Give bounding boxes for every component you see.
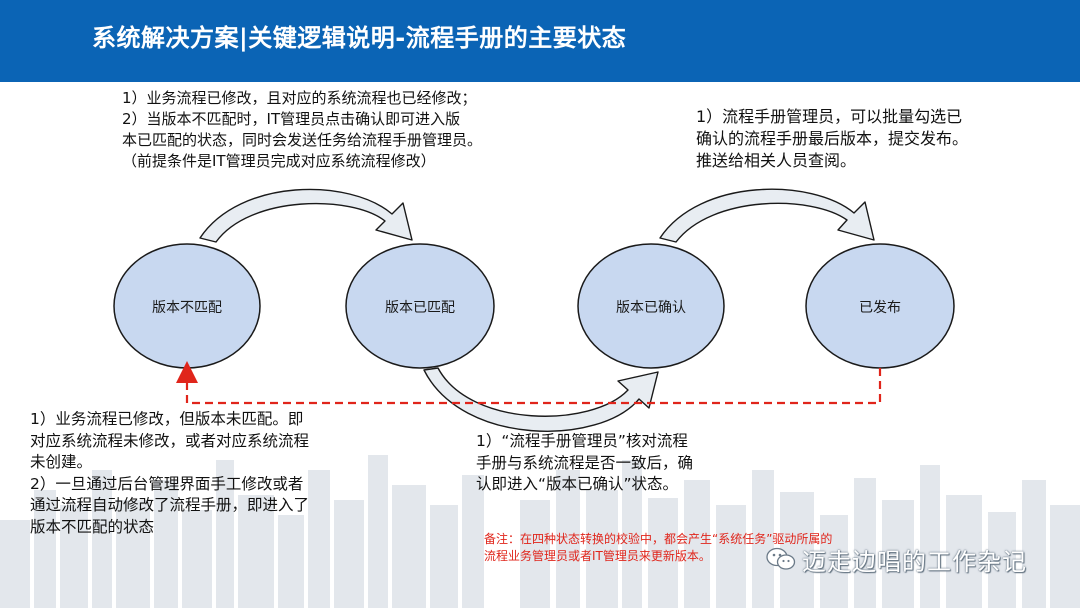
remark-line: 流程业务管理员或者IT管理员来更新版本。 <box>484 549 711 563</box>
note-line: 对应系统流程未修改，或者对应系统流程 <box>30 431 310 450</box>
transition-arrow-confirmed-to-published <box>659 188 875 243</box>
note-mismatch-state: 1）业务流程已修改，但版本未匹配。即 对应系统流程未修改，或者对应系统流程 未创… <box>30 409 309 538</box>
title-bar: 系统解决方案|关键逻辑说明-流程手册的主要状态 <box>0 0 1080 82</box>
note-line: 1）流程手册管理员，可以批量勾选已 <box>696 107 963 126</box>
note-line: 推送给相关人员查阅。 <box>696 151 857 170</box>
watermark: 迈走边唱的工作杂记 <box>766 542 1027 576</box>
note-line: 手册与系统流程是否一致后，确 <box>476 453 694 472</box>
note-line: 2）一旦通过后台管理界面手工修改或者 <box>30 474 304 493</box>
remark-line: 备注：在四种状态转换的校验中，都会产生“系统任务”驱动所属的 <box>484 532 833 546</box>
watermark-text: 迈走边唱的工作杂记 <box>802 547 1027 576</box>
dashed-return-line <box>176 361 882 405</box>
note-line: 1）业务流程已修改，且对应的系统流程也已经修改； <box>122 89 477 107</box>
remark-note: 备注：在四种状态转换的校验中，都会产生“系统任务”驱动所属的 流程业务管理员或者… <box>484 531 832 565</box>
transition-arrow-matched-to-confirmed <box>423 367 659 432</box>
note-confirm-transition: 1）“流程手册管理员”核对流程 手册与系统流程是否一致后，确 认即进入“版本已确… <box>476 431 693 496</box>
note-line: 本已匹配的状态，同时会发送任务给流程手册管理员。 <box>122 131 483 149</box>
note-line: 通过流程自动修改了流程手册，即进入了 <box>30 496 310 514</box>
page-title: 系统解决方案|关键逻辑说明-流程手册的主要状态 <box>92 24 627 52</box>
state-node-confirmed <box>577 243 725 369</box>
note-line: 2）当版本不匹配时，IT管理员点击确认即可进入版 <box>122 110 461 128</box>
note-line: 1）“流程手册管理员”核对流程 <box>476 432 688 450</box>
transition-arrow-mismatch-to-matched <box>199 188 413 243</box>
state-node-matched <box>345 243 495 369</box>
note-line: 认即进入“版本已确认”状态。 <box>476 475 679 493</box>
note-line: 版本不匹配的状态 <box>30 517 155 536</box>
note-line: （前提条件是IT管理员完成对应系统流程修改） <box>122 152 436 170</box>
state-label-mismatch: 版本不匹配 <box>152 300 222 316</box>
note-line: 确认的流程手册最后版本，提交发布。 <box>696 129 969 148</box>
note-line: 未创建。 <box>30 453 93 471</box>
note-publish-transition: 1）流程手册管理员，可以批量勾选已 确认的流程手册最后版本，提交发布。 推送给相… <box>696 106 968 172</box>
wechat-icon <box>766 547 796 570</box>
note-matched-transition: 1）业务流程已修改，且对应的系统流程也已经修改； 2）当版本不匹配时，IT管理员… <box>122 88 482 172</box>
state-label-matched: 版本已匹配 <box>385 300 455 316</box>
state-label-published: 已发布 <box>859 300 901 316</box>
note-line: 1）业务流程已修改，但版本未匹配。即 <box>30 410 304 428</box>
state-label-confirmed: 版本已确认 <box>616 300 686 316</box>
